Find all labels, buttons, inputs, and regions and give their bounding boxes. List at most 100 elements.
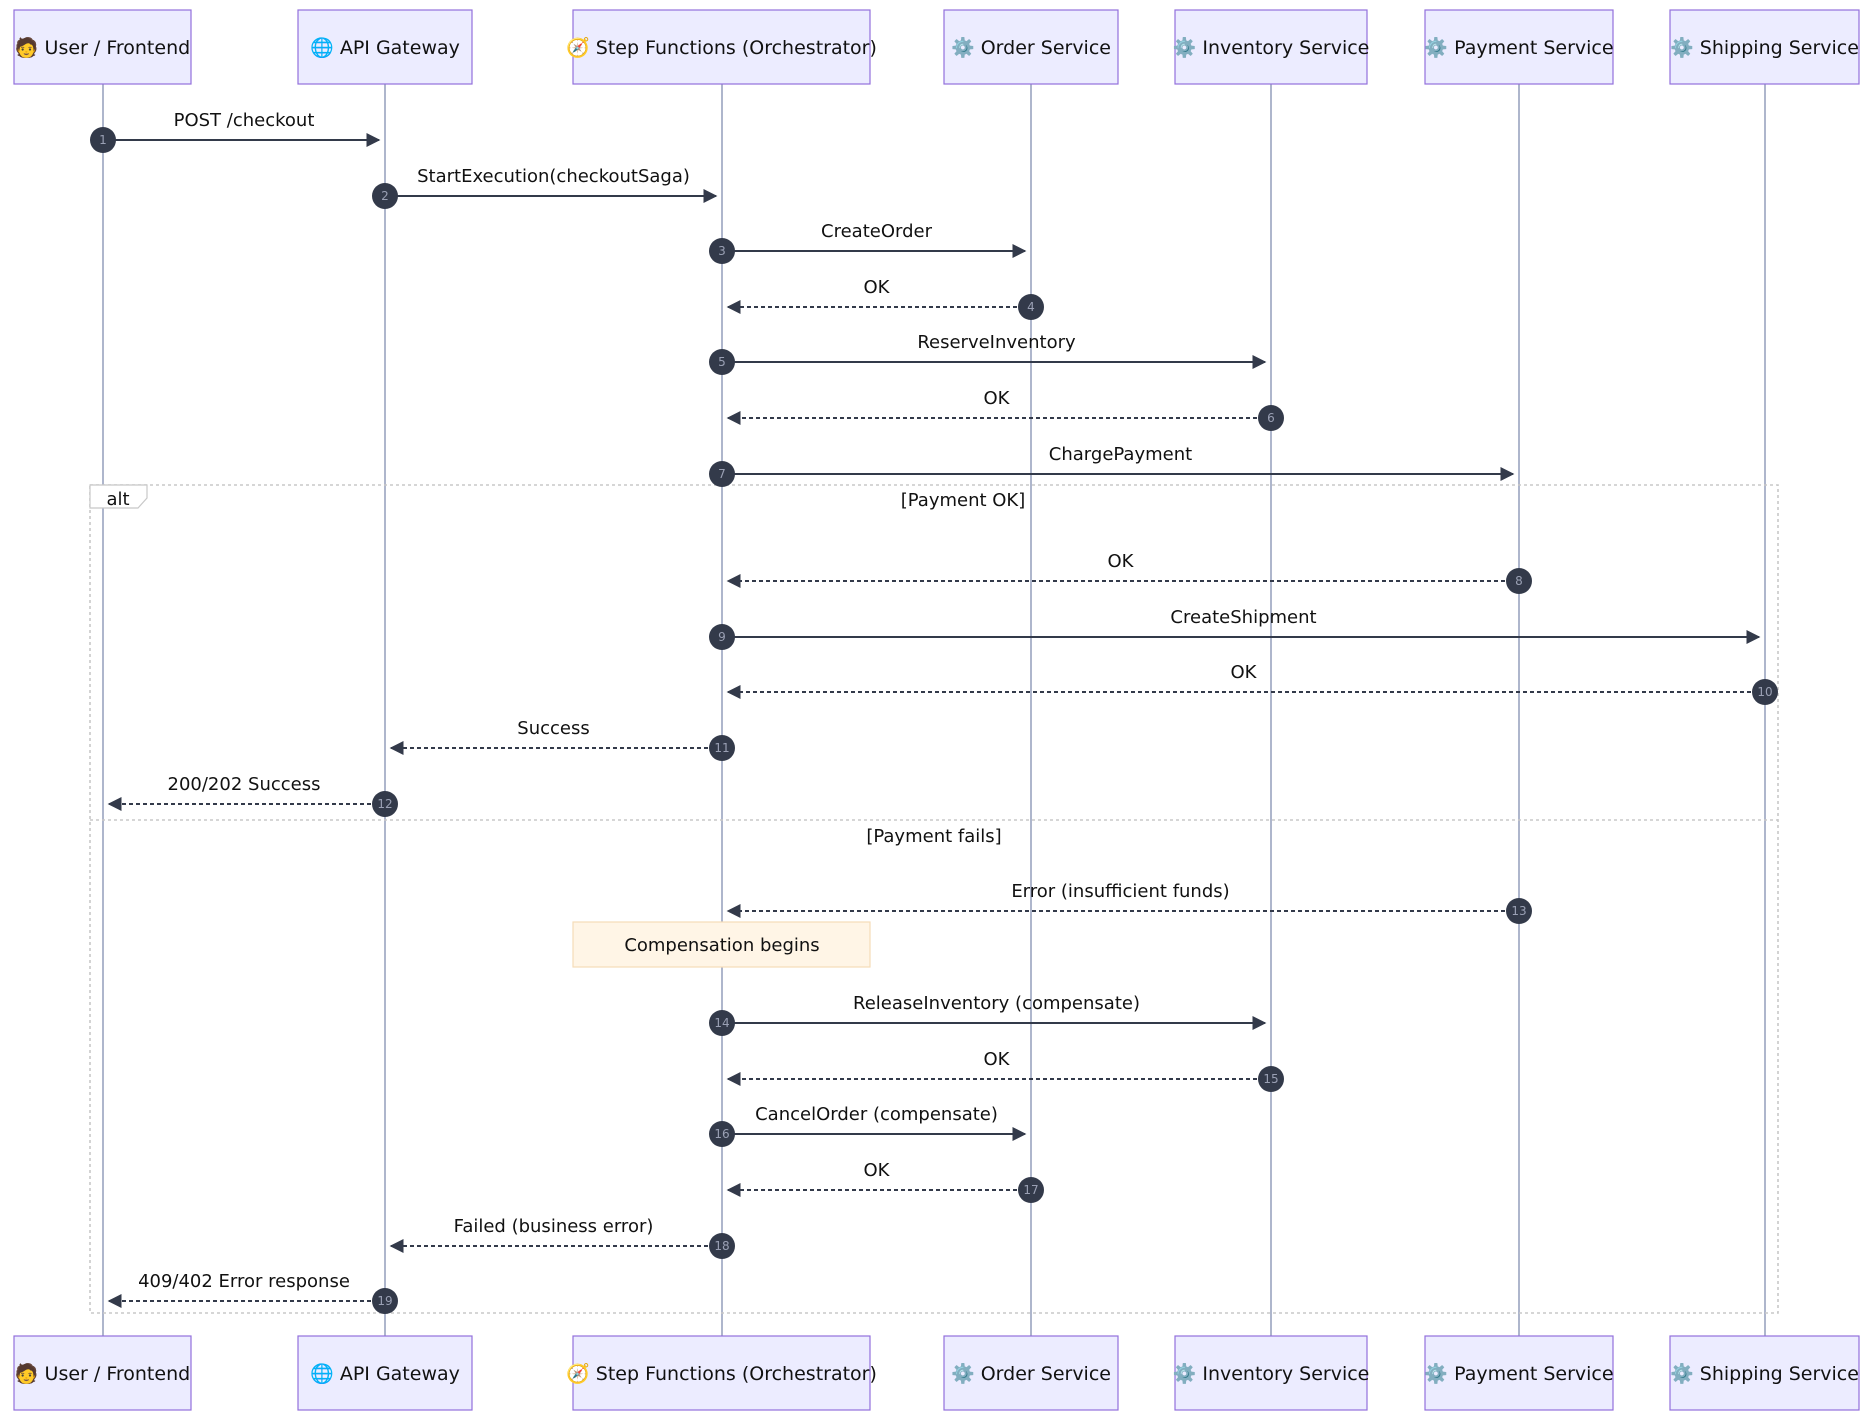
participant-label: Inventory Service [1202, 1363, 1369, 1385]
gear-icon: ⚙️ [951, 36, 975, 59]
message-4: OK 4 [726, 277, 1044, 320]
participant-user-top[interactable]: 🧑 User / Frontend [13, 9, 192, 85]
message-label: OK [864, 1160, 891, 1181]
alt-condition-payment-fails: [Payment fails] [866, 826, 1001, 847]
sequence-number: 11 [714, 741, 729, 755]
message-label: Error (insufficient funds) [1011, 881, 1229, 902]
message-label: Success [517, 718, 589, 739]
sequence-number-badge [709, 735, 735, 761]
sequence-number-badge [709, 238, 735, 264]
participant-label: API Gateway [340, 37, 460, 59]
message-label: CreateOrder [821, 221, 933, 242]
message-8: OK8 [726, 551, 1532, 594]
sequence-number: 18 [714, 1239, 729, 1253]
participant-box [297, 1335, 473, 1411]
svg-text:🌐 API Gateway: 🌐 API Gateway [310, 36, 460, 59]
participant-sf-top[interactable]: 🧭 Step Functions (Orchestrator) [566, 9, 877, 85]
lifelines [102, 84, 1766, 1336]
svg-text:🧑 User / Frontend: 🧑 User / Frontend [15, 36, 190, 59]
gear-icon: ⚙️ [1424, 1362, 1448, 1385]
messages: POST /checkout1StartExecution(checkoutSa… [90, 110, 1778, 1314]
participant-label: Order Service [981, 37, 1111, 59]
participant-box [1174, 9, 1368, 85]
sequence-number: 13 [1511, 904, 1526, 918]
participant-box [572, 9, 871, 85]
sequence-number-badge [709, 624, 735, 650]
message-18: Failed (business error)18 [389, 1216, 735, 1259]
sequence-number-badge [1258, 1066, 1284, 1092]
participant-label: Step Functions (Orchestrator) [596, 1363, 877, 1385]
svg-text:⚙️ Inventory Service: ⚙️ Inventory Service [1173, 1362, 1370, 1385]
svg-text:🧭 Step Functions (Orchestrato: 🧭 Step Functions (Orchestrator) [566, 1362, 877, 1385]
alt-frame: alt [Payment OK] [Payment fails] [89, 484, 1779, 1314]
participant-box [1424, 1335, 1614, 1411]
participant-label: Inventory Service [1202, 37, 1369, 59]
participant-label: Step Functions (Orchestrator) [596, 37, 877, 59]
sequence-number: 5 [718, 355, 726, 369]
sequence-number: 8 [1515, 574, 1523, 588]
participant-ship-top[interactable]: ⚙️ Shipping Service [1669, 9, 1860, 85]
sequence-number-badge [1258, 405, 1284, 431]
participant-box [13, 1335, 192, 1411]
compass-icon: 🧭 [566, 36, 590, 59]
message-label: CancelOrder (compensate) [755, 1104, 998, 1125]
sequence-number: 19 [377, 1294, 392, 1308]
participant-box [1669, 1335, 1860, 1411]
participant-label: Shipping Service [1700, 37, 1859, 59]
sequence-number-badge [709, 349, 735, 375]
sequence-number-badge [90, 127, 116, 153]
alt-frame-label-box [89, 484, 148, 509]
sequence-number: 4 [1027, 300, 1035, 314]
message-2: StartExecution(checkoutSaga)2 [372, 166, 718, 209]
svg-text:⚙️ Shipping Service: ⚙️ Shipping Service [1670, 36, 1859, 59]
participant-sf-bottom[interactable]: 🧭 Step Functions (Orchestrator) [566, 1335, 877, 1411]
participant-order-bottom[interactable]: ⚙️ Order Service [943, 1335, 1119, 1411]
message-label: 200/202 Success [168, 774, 321, 795]
participant-inv-top[interactable]: ⚙️ Inventory Service [1173, 9, 1370, 85]
participant-inv-bottom[interactable]: ⚙️ Inventory Service [1173, 1335, 1370, 1411]
svg-text:⚙️ Shipping Service: ⚙️ Shipping Service [1670, 1362, 1859, 1385]
message-label: OK [984, 388, 1011, 409]
sequence-number: 16 [714, 1127, 729, 1141]
participant-label: Order Service [981, 1363, 1111, 1385]
svg-text:⚙️ Payment Service: ⚙️ Payment Service [1424, 36, 1613, 59]
gear-icon: ⚙️ [1424, 36, 1448, 59]
message-11: Success 11 [389, 718, 735, 761]
participant-label: Payment Service [1454, 37, 1613, 59]
participant-pay-top[interactable]: ⚙️ Payment Service [1424, 9, 1614, 85]
message-13: Error (insufficient funds) 13 [726, 881, 1532, 924]
sequence-number: 14 [714, 1016, 729, 1030]
message-label: OK [864, 277, 891, 298]
sequence-number: 12 [377, 797, 392, 811]
sequence-number: 3 [718, 244, 726, 258]
participant-user-bottom[interactable]: 🧑 User / Frontend [13, 1335, 192, 1411]
message-14: ReleaseInventory (compensate)14 [709, 993, 1267, 1036]
participant-label: User / Frontend [45, 1363, 191, 1385]
sequence-number-badge [709, 461, 735, 487]
participant-api-bottom[interactable]: 🌐 API Gateway [297, 1335, 473, 1411]
participant-pay-bottom[interactable]: ⚙️ Payment Service [1424, 1335, 1614, 1411]
gear-icon: ⚙️ [1670, 1362, 1694, 1385]
sequence-number-badge [372, 1288, 398, 1314]
sequence-number-badge [709, 1010, 735, 1036]
participant-label: Payment Service [1454, 1363, 1613, 1385]
alt-condition-payment-ok: [Payment OK] [901, 490, 1026, 511]
participant-order-top[interactable]: ⚙️ Order Service [943, 9, 1119, 85]
sequence-number: 9 [718, 630, 726, 644]
sequence-number: 10 [1757, 685, 1772, 699]
message-label: StartExecution(checkoutSaga) [417, 166, 690, 187]
sequence-number-badge [372, 183, 398, 209]
person-icon: 🧑 [15, 36, 39, 59]
participant-ship-bottom[interactable]: ⚙️ Shipping Service [1669, 1335, 1860, 1411]
message-label: ReserveInventory [917, 332, 1076, 353]
gear-icon: ⚙️ [1173, 1362, 1197, 1385]
participant-label: API Gateway [340, 1363, 460, 1385]
participant-api-top[interactable]: 🌐 API Gateway [297, 9, 473, 85]
svg-text:🧭 Step Functions (Orchestrato: 🧭 Step Functions (Orchestrator) [566, 36, 877, 59]
participant-label: Shipping Service [1700, 1363, 1859, 1385]
participant-box [943, 9, 1119, 85]
